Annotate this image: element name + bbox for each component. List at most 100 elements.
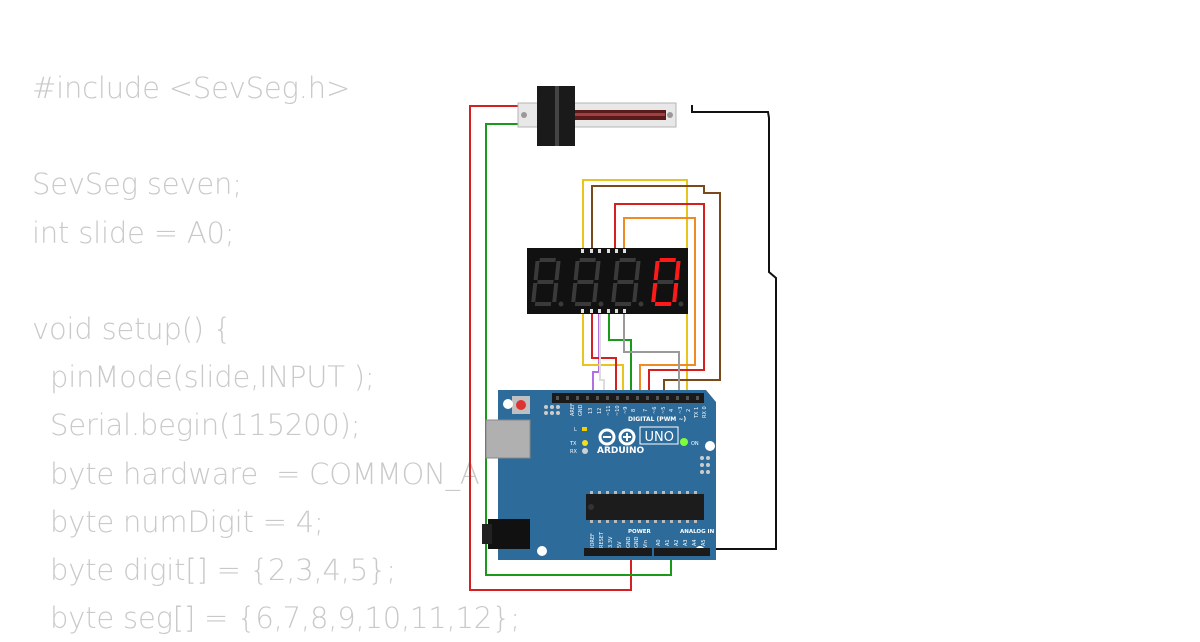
segment-d	[534, 302, 552, 306]
power-jack	[488, 519, 530, 549]
segment-e	[611, 283, 618, 302]
display-digit-2	[571, 258, 604, 307]
pin-10-label: ~10	[615, 405, 621, 416]
segment-g	[577, 280, 594, 284]
code-line: byte digit[] = {2,3,4,5};	[32, 552, 396, 587]
display-digit-3	[611, 258, 644, 307]
pin-4-label: 4	[669, 409, 675, 412]
arduino-logo-icon	[598, 428, 636, 446]
analog-in-label: ANALOG IN	[680, 529, 715, 535]
a2-label: A2	[674, 539, 680, 546]
display-digit-4	[651, 258, 684, 307]
pin-tx1-label: TX 1	[694, 407, 700, 419]
wire-white-bottom	[599, 312, 605, 396]
analog-header	[654, 548, 710, 556]
power-label: POWER	[628, 529, 652, 535]
wire-black-gnd	[691, 105, 777, 550]
3v3-label: 3.3V	[608, 536, 614, 548]
a1-label: A1	[665, 539, 671, 546]
tx-label: TX	[569, 441, 577, 447]
seven-segment-display	[527, 248, 688, 314]
display-digit-1	[531, 258, 564, 307]
segment-b	[594, 261, 601, 280]
digital-pwm-label: DIGITAL (PWM ~)	[628, 416, 686, 423]
segment-d	[654, 302, 672, 306]
rx-led	[582, 448, 588, 454]
wire-yellow-bottom	[582, 312, 624, 396]
atmega-chip	[586, 491, 704, 523]
pin-12-label: 12	[597, 408, 603, 414]
a3-label: A3	[683, 539, 689, 546]
segment-e	[571, 283, 578, 302]
wire-brown-top	[591, 185, 721, 396]
tx-led	[582, 440, 588, 446]
wire-red-bottom	[591, 312, 617, 396]
ioref-label: IOREF	[590, 533, 596, 548]
code-line: void setup() {	[32, 311, 232, 346]
segment-g	[537, 280, 554, 284]
code-line: int slide = A0;	[32, 215, 235, 250]
segment-a	[659, 258, 676, 262]
wire-red-top	[614, 203, 705, 396]
segment-d	[614, 302, 632, 306]
decimal-point	[638, 301, 644, 307]
rx-label: RX	[570, 449, 577, 455]
power-header	[584, 548, 652, 556]
segment-e	[531, 283, 538, 302]
wires	[469, 105, 777, 591]
code-line: Serial.begin(115200);	[32, 408, 361, 443]
a4-label: A4	[692, 539, 698, 546]
power-led	[680, 438, 688, 446]
pin-5-label: ~5	[661, 407, 667, 414]
5v-label: 5V	[617, 541, 623, 548]
segment-b	[674, 261, 681, 280]
pin-7-label: 7	[643, 409, 649, 412]
segment-g	[657, 280, 674, 284]
slide-potentiometer[interactable]	[517, 86, 677, 146]
code-line: SevSeg seven;	[32, 167, 242, 202]
pin-13-label: 13	[588, 408, 594, 414]
gnd1-label: GND	[626, 536, 632, 548]
reset-label: RESET	[599, 531, 605, 548]
segment-b	[554, 261, 561, 280]
arduino-brand: ARDUINO	[597, 446, 645, 456]
uno-model-label: UNO	[645, 430, 674, 445]
pin-8-label: 8	[631, 409, 637, 412]
decimal-point	[678, 301, 684, 307]
code-line: byte seg[] = {6,7,8,9,10,11,12};	[32, 601, 520, 636]
arduino-uno-board: AREF GND 13 12 ~11 ~10 ~9 8 7 ~6 ~5 4 ~3…	[482, 390, 716, 560]
pin-9-label: ~9	[623, 407, 629, 414]
on-label: ON	[691, 441, 699, 447]
pin-11-label: ~11	[606, 405, 612, 416]
segment-f	[533, 261, 540, 280]
l-led-label: L	[574, 427, 577, 433]
segment-c	[552, 283, 559, 302]
a0-label: A0	[656, 539, 662, 546]
usb-port	[485, 419, 531, 459]
aref-label: AREF	[570, 403, 576, 416]
code-line: #include <SevSeg.h>	[32, 71, 351, 105]
wire-green-bottom	[608, 312, 632, 396]
pin-rx0-label: RX 0	[702, 406, 708, 418]
segment-f	[653, 261, 660, 280]
segment-d	[574, 302, 592, 306]
code-line: byte hardware = COMMON_A	[32, 456, 480, 491]
segment-g	[617, 280, 634, 284]
code-line: pinMode(slide,INPUT );	[32, 360, 375, 395]
code-listing: #include <SevSeg.h> SevSeg seven; int slid…	[32, 64, 1192, 642]
wire-orange-top	[623, 217, 696, 396]
decimal-point	[598, 301, 604, 307]
segment-e	[651, 283, 658, 302]
gnd-label: GND	[578, 404, 584, 416]
segment-b	[634, 261, 641, 280]
segment-c	[672, 283, 679, 302]
wire-green-a0	[485, 123, 672, 576]
segment-a	[539, 258, 556, 262]
wire-gray-bottom	[623, 312, 680, 396]
vin-label: Vin	[643, 540, 649, 548]
segment-a	[579, 258, 596, 262]
decimal-point	[558, 301, 564, 307]
segment-f	[613, 261, 620, 280]
a5-label: A5	[701, 539, 707, 546]
